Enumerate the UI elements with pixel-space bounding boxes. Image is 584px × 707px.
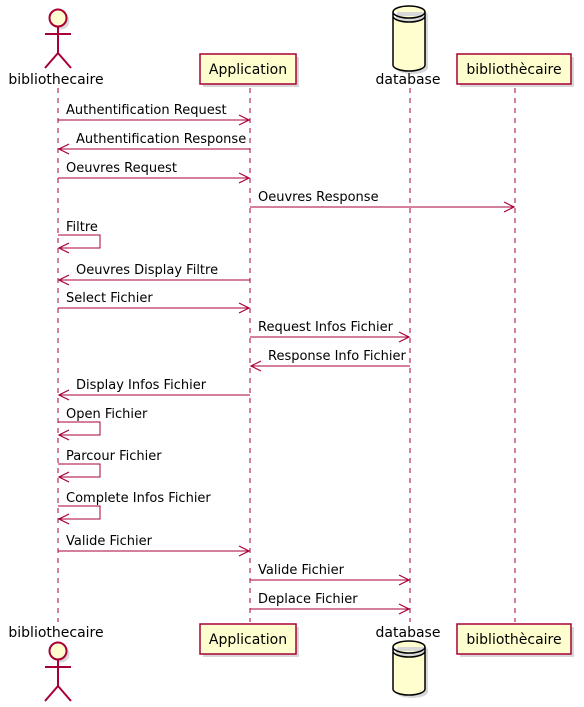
message-label: Valide Fichier: [66, 534, 153, 549]
arrow-head-icon: [503, 201, 516, 213]
message-label: Authentification Response: [76, 132, 246, 147]
message: Valide Fichier: [250, 563, 411, 586]
participant-bibliothecaire-accent-bottom: bibliothècaire: [456, 623, 574, 657]
database-icon: [392, 640, 426, 696]
message: Request Infos Fichier: [250, 320, 411, 343]
message-label: Open Fichier: [66, 407, 148, 422]
message: Oeuvres Display Filtre: [57, 263, 250, 286]
arrow-head-icon: [57, 513, 70, 525]
arrow-head-icon: [57, 274, 70, 286]
participant-label: bibliothecaire: [8, 625, 103, 641]
self-message-line: [58, 234, 101, 249]
message-label: Valide Fichier: [258, 563, 345, 578]
participant-label: bibliothècaire: [466, 632, 561, 648]
participant-label: database: [376, 625, 441, 641]
arrow-head-icon: [238, 302, 251, 314]
self-message-line: [58, 505, 101, 520]
message-label: Filtre: [66, 220, 98, 235]
actor-body: [44, 26, 72, 69]
message-label: Parcour Fichier: [66, 449, 162, 464]
arrow-head-icon: [398, 331, 411, 343]
message: Valide Fichier: [58, 534, 251, 557]
arrow-head-icon: [57, 143, 70, 155]
self-message-line: [58, 421, 101, 436]
participant-bibliothecaire-accent-top: bibliothècaire: [456, 53, 574, 87]
message: Select Fichier: [58, 291, 251, 314]
arrow-head-icon: [238, 114, 251, 126]
message: Oeuvres Request: [58, 161, 251, 184]
participant-box: [199, 53, 297, 85]
message-label: Authentification Request: [66, 103, 227, 118]
participant-box: [456, 623, 572, 655]
message: Response Info Fichier: [249, 349, 410, 372]
participant-label: Application: [209, 632, 287, 648]
message: Complete Infos Fichier: [57, 491, 211, 525]
actor-head: [48, 8, 68, 28]
participant-box: [456, 53, 572, 85]
arrow-head-icon: [398, 603, 411, 615]
self-message-line: [58, 463, 101, 478]
participant-label: bibliothècaire: [466, 62, 561, 78]
participant-label: bibliothecaire: [8, 72, 103, 88]
actor-head: [48, 641, 68, 661]
message-label: Complete Infos Fichier: [66, 491, 211, 506]
arrow-head-icon: [398, 574, 411, 586]
participant-bibliothecaire-bottom: bibliothecaire: [8, 625, 104, 702]
arrow-head-icon: [57, 389, 70, 401]
participant-label: database: [376, 72, 441, 88]
message-label: Select Fichier: [66, 291, 153, 306]
message: Oeuvres Response: [250, 190, 516, 213]
arrow-head-icon: [57, 242, 70, 254]
message-label: Oeuvres Display Filtre: [76, 263, 218, 278]
actor-body: [44, 659, 72, 702]
message: Parcour Fichier: [57, 449, 162, 483]
message: Open Fichier: [57, 407, 148, 441]
participant-application-top: Application: [199, 53, 299, 87]
message: Authentification Request: [58, 103, 251, 126]
message-label: Deplace Fichier: [258, 592, 358, 607]
arrow-head-icon: [238, 545, 251, 557]
message: Deplace Fichier: [250, 592, 411, 615]
arrow-head-icon: [249, 360, 262, 372]
message: Filtre: [57, 220, 101, 254]
participant-database-bottom: database: [376, 625, 441, 698]
message-label: Oeuvres Response: [258, 190, 379, 205]
message: Authentification Response: [57, 132, 250, 155]
arrow-head-icon: [238, 172, 251, 184]
message-label: Request Infos Fichier: [258, 320, 394, 335]
participant-application-bottom: Application: [199, 623, 299, 657]
participant-database-top: database: [376, 5, 441, 88]
message: Display Infos Fichier: [57, 378, 250, 401]
participant-bibliothecaire-top: bibliothecaire: [8, 8, 104, 88]
arrow-head-icon: [57, 429, 70, 441]
message-label: Response Info Fichier: [268, 349, 406, 364]
participant-box: [199, 623, 297, 655]
database-icon: [392, 5, 426, 72]
arrow-head-icon: [57, 471, 70, 483]
message-label: Display Infos Fichier: [76, 378, 207, 393]
message-label: Oeuvres Request: [66, 161, 177, 176]
participant-label: Application: [209, 62, 287, 78]
